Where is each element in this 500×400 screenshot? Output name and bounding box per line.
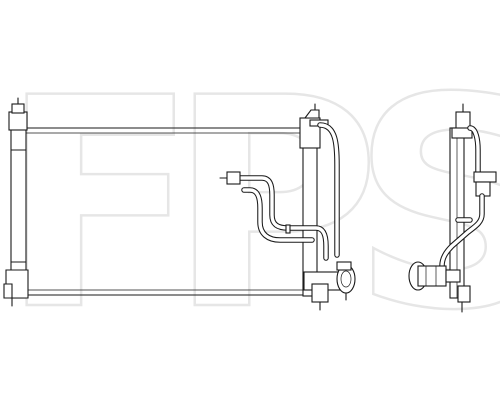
inlet-pipe: [317, 122, 340, 258]
condenser-front-view: [3, 97, 356, 311]
left-tank: [3, 97, 29, 307]
pipe-connector: [226, 171, 241, 185]
condenser-side-view: [408, 103, 497, 313]
side-receiver: [408, 261, 461, 291]
watermark-logo: FPS: [0, 37, 500, 374]
suction-line-pipe: [219, 171, 329, 261]
receiver-drier: [336, 261, 356, 301]
side-connector: [473, 171, 497, 183]
right-tank: [299, 103, 341, 311]
